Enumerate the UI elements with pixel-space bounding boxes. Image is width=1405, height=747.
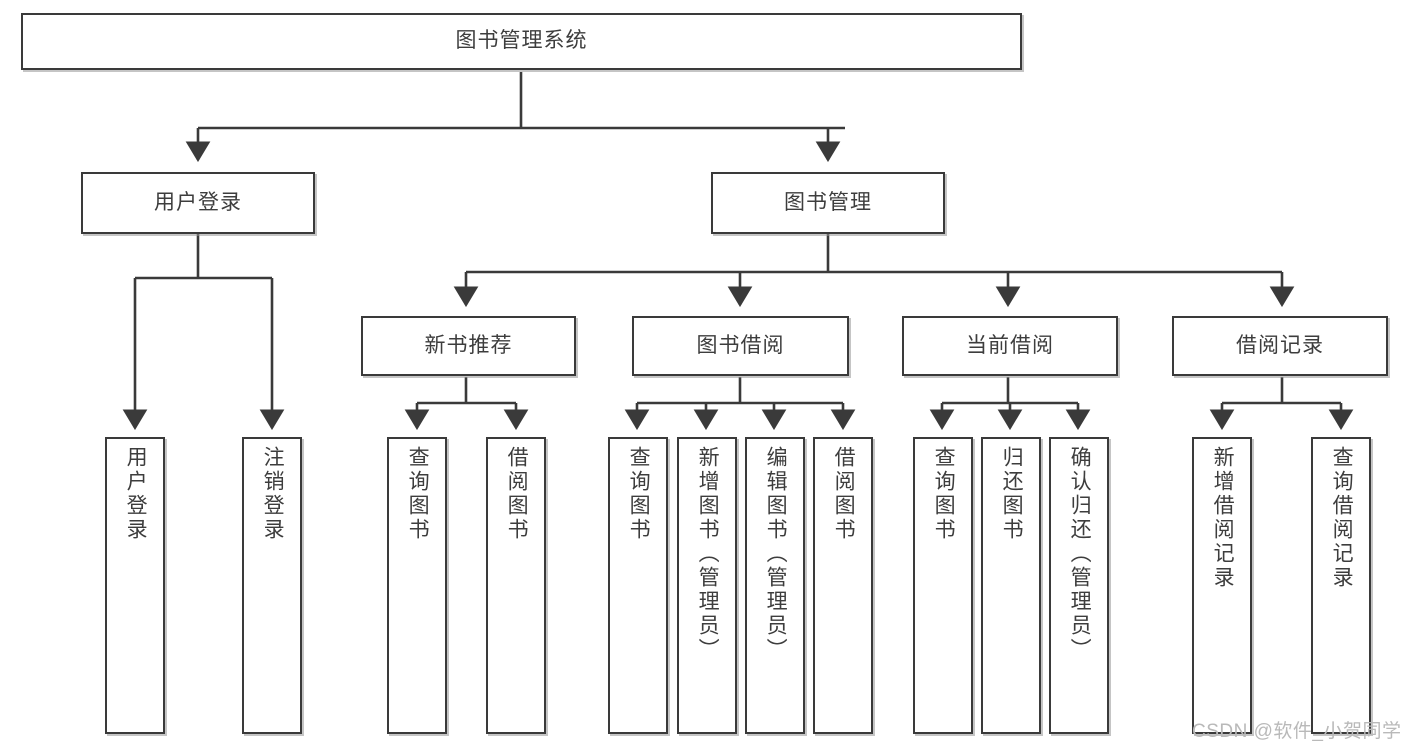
node-leaf-query-book-3[interactable]: 查询图书 bbox=[913, 437, 973, 734]
node-book-management-label: 图书管理 bbox=[784, 190, 872, 214]
node-leaf-query-book-1[interactable]: 查询图书 bbox=[387, 437, 447, 734]
node-leaf-query-record-label: 查询借阅记录 bbox=[1330, 446, 1354, 590]
node-leaf-add-record[interactable]: 新增借阅记录 bbox=[1192, 437, 1252, 734]
node-leaf-add-book[interactable]: 新增图书（管理员） bbox=[677, 437, 737, 734]
node-borrow-record-label: 借阅记录 bbox=[1236, 333, 1324, 357]
node-leaf-return-book-label: 归还图书 bbox=[1000, 446, 1024, 542]
node-leaf-query-book-2[interactable]: 查询图书 bbox=[608, 437, 668, 734]
node-book-management[interactable]: 图书管理 bbox=[711, 172, 945, 234]
node-book-borrow-label: 图书借阅 bbox=[696, 333, 785, 357]
node-borrow-record[interactable]: 借阅记录 bbox=[1172, 316, 1388, 376]
node-leaf-user-login-label: 用户登录 bbox=[124, 446, 148, 542]
node-leaf-confirm-return-label: 确认归还（管理员） bbox=[1068, 446, 1092, 662]
node-leaf-add-record-label: 新增借阅记录 bbox=[1211, 446, 1235, 590]
node-leaf-query-book-2-label: 查询图书 bbox=[627, 446, 651, 542]
node-new-book-recommend[interactable]: 新书推荐 bbox=[361, 316, 576, 376]
node-leaf-borrow-book-1-label: 借阅图书 bbox=[505, 446, 529, 542]
node-leaf-borrow-book-2-label: 借阅图书 bbox=[832, 446, 856, 542]
node-leaf-logout-login[interactable]: 注销登录 bbox=[242, 437, 302, 734]
node-leaf-query-record[interactable]: 查询借阅记录 bbox=[1311, 437, 1371, 734]
node-leaf-edit-book[interactable]: 编辑图书（管理员） bbox=[745, 437, 805, 734]
node-leaf-logout-login-label: 注销登录 bbox=[261, 446, 285, 542]
node-leaf-edit-book-label: 编辑图书（管理员） bbox=[764, 446, 788, 662]
node-leaf-user-login[interactable]: 用户登录 bbox=[105, 437, 165, 734]
node-leaf-query-book-3-label: 查询图书 bbox=[932, 446, 956, 542]
node-current-borrow-label: 当前借阅 bbox=[966, 333, 1054, 357]
node-leaf-return-book[interactable]: 归还图书 bbox=[981, 437, 1041, 734]
node-book-borrow[interactable]: 图书借阅 bbox=[632, 316, 849, 376]
node-current-borrow[interactable]: 当前借阅 bbox=[902, 316, 1118, 376]
node-new-book-recommend-label: 新书推荐 bbox=[424, 333, 513, 357]
node-root[interactable]: 图书管理系统 bbox=[21, 13, 1022, 70]
node-leaf-borrow-book-2[interactable]: 借阅图书 bbox=[813, 437, 873, 734]
node-leaf-confirm-return[interactable]: 确认归还（管理员） bbox=[1049, 437, 1109, 734]
node-leaf-add-book-label: 新增图书（管理员） bbox=[696, 446, 720, 662]
node-user-login[interactable]: 用户登录 bbox=[81, 172, 315, 234]
node-leaf-query-book-1-label: 查询图书 bbox=[406, 446, 430, 542]
node-leaf-borrow-book-1[interactable]: 借阅图书 bbox=[486, 437, 546, 734]
node-user-login-label: 用户登录 bbox=[154, 190, 242, 214]
node-root-label: 图书管理系统 bbox=[455, 29, 588, 53]
